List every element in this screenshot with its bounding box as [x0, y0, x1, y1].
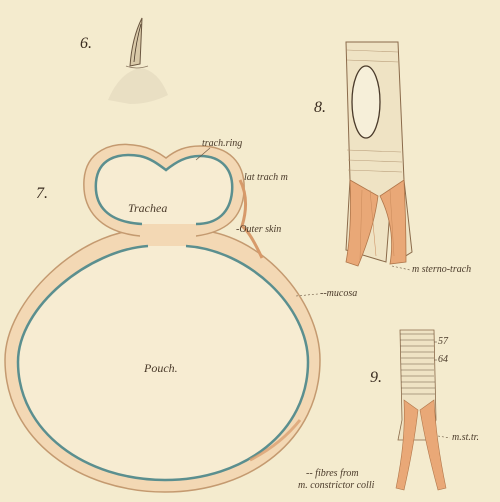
figure-8-number: 8.	[314, 99, 326, 116]
label-fibres-from-line2: m. constrictor colli	[298, 480, 375, 491]
figure-9-muscle-left	[396, 400, 418, 490]
label-ring-57: 57	[438, 336, 449, 347]
label-outer-skin: -Outer skin	[236, 224, 281, 235]
label-pouch: Pouch.	[143, 361, 178, 375]
figure-6-spike	[130, 18, 142, 66]
label-trach-ring: trach.ring	[202, 138, 242, 149]
figure-8-oval	[352, 66, 380, 138]
figure-8: 8. m sterno-trach	[314, 42, 471, 275]
figure-9-number: 9.	[370, 369, 382, 386]
label-ring-64: 64	[438, 354, 448, 365]
figure-6: 6.	[80, 18, 168, 104]
label-mucosa: --mucosa	[320, 288, 357, 299]
label-trachea: Trachea	[128, 201, 167, 215]
figure-9: 9. 57 64 m.st.tr.	[370, 330, 479, 490]
label-m-st-tr: m.st.tr.	[452, 432, 479, 443]
figure-6-number: 6.	[80, 35, 92, 52]
label-m-sterno-trach: m sterno-trach	[412, 264, 471, 275]
label-fibres-from-line1: -- fibres from	[306, 468, 359, 479]
figure-7-number: 7.	[36, 185, 48, 202]
label-lat-trach-m: lat trach m	[244, 172, 288, 183]
figure-6-shadow	[108, 68, 168, 104]
neck-junction	[140, 226, 196, 240]
figure-7: 7. trach.ring lat trach m Trachea -Outer…	[5, 138, 375, 492]
figure-9-muscle-right	[420, 400, 446, 490]
